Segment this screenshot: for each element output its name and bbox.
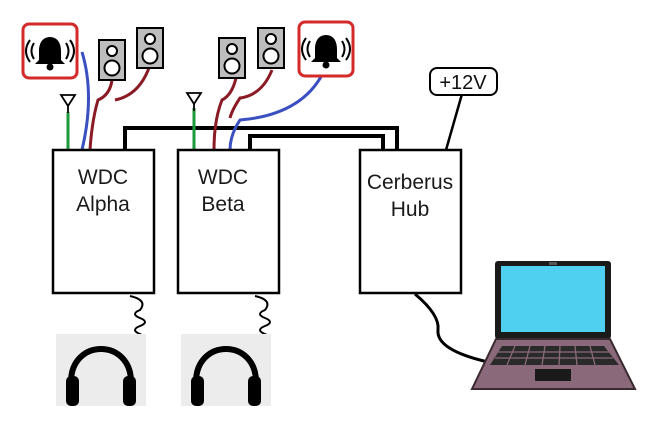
- alarm-wires: [80, 51, 324, 151]
- cerberus-hub-label-line1: Cerberus: [367, 171, 453, 194]
- power-wire: [444, 93, 464, 151]
- cerberus-hub-label-line2: Hub: [391, 198, 430, 221]
- wdc-beta-label-line1: WDC: [198, 166, 248, 189]
- speaker-icon: [136, 27, 164, 69]
- cerberus-hub-box: Cerberus Hub: [358, 148, 463, 295]
- laptop-icon: [470, 261, 637, 390]
- speaker-icon: [257, 27, 285, 69]
- wdc-alpha-label-line2: Alpha: [76, 193, 130, 216]
- interconnect-cable: [123, 126, 399, 150]
- power-label-text: +12V: [439, 72, 487, 94]
- alarm-bell-icon: [21, 22, 79, 80]
- usb-cable: [414, 292, 489, 364]
- antenna-wires: [66, 108, 196, 150]
- power-label: +12V: [429, 67, 498, 96]
- speaker-wires: [88, 64, 274, 151]
- headphones-icon: [56, 334, 146, 406]
- alarm-bell-icon: [297, 20, 355, 78]
- wdc-alpha-box: WDC Alpha: [51, 148, 156, 295]
- speaker-icon: [98, 39, 126, 81]
- antenna-icon: [60, 94, 76, 114]
- headphones-icon: [181, 334, 271, 406]
- wdc-beta-label-line2: Beta: [201, 193, 245, 216]
- wdc-beta-box: WDC Beta: [176, 148, 281, 295]
- speaker-icon: [218, 37, 246, 79]
- wdc-alpha-label-line1: WDC: [78, 166, 128, 189]
- antenna-icon: [186, 92, 202, 112]
